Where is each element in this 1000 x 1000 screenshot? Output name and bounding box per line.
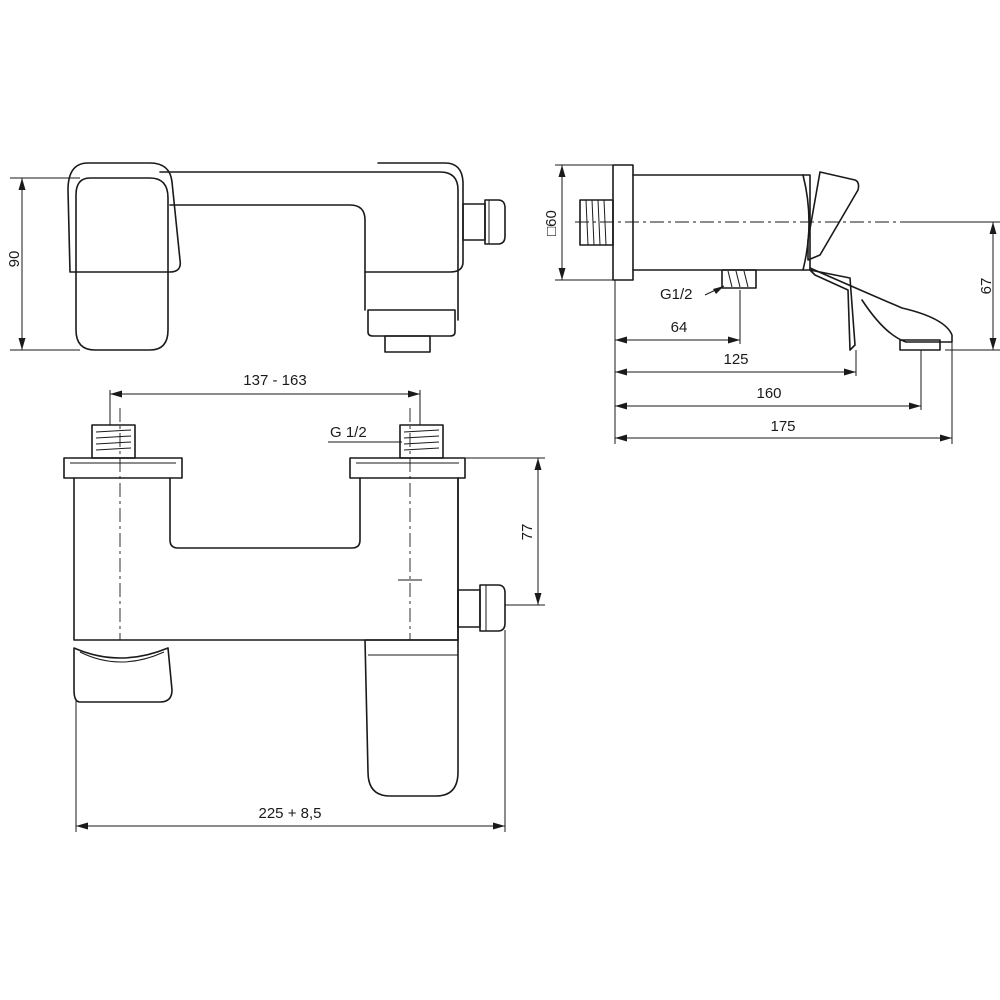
dim-label-77: 77 — [519, 524, 536, 541]
dim-label-125: 125 — [723, 351, 748, 368]
side-view — [555, 164, 1000, 444]
dim-label-square-60: □60 — [543, 210, 560, 236]
front-view — [63, 390, 545, 832]
dim-label-175: 175 — [770, 418, 795, 435]
dim-label-67: 67 — [978, 278, 995, 295]
dim-label-137-163: 137 - 163 — [243, 372, 306, 389]
top-view — [10, 162, 506, 353]
dim-label-225: 225 + 8,5 — [259, 805, 322, 822]
dim-label-64: 64 — [671, 319, 688, 336]
dim-label-90: 90 — [6, 251, 23, 268]
dim-label-160: 160 — [756, 385, 781, 402]
dim-label-g12-bottom: G 1/2 — [330, 424, 367, 441]
dim-label-g12-side: G1/2 — [660, 286, 693, 303]
